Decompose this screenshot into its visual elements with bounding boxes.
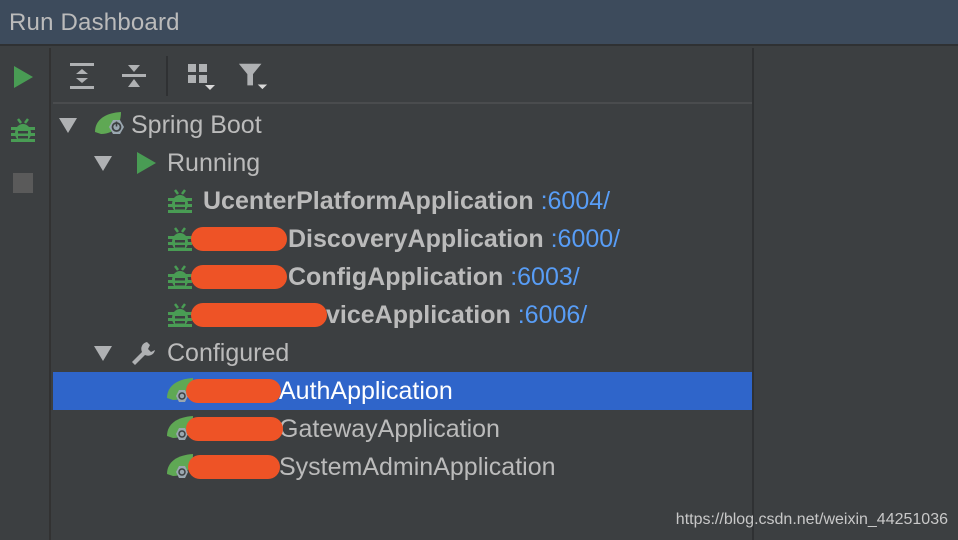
configured-app-item[interactable]: SystemAdminApplication: [53, 448, 752, 486]
configured-app-item[interactable]: GatewayApplication: [53, 410, 752, 448]
expand-arrow-icon[interactable]: [94, 156, 112, 171]
spring-boot-icon: [93, 110, 127, 140]
side-toolbar: [0, 48, 51, 540]
bug-icon: [11, 118, 35, 142]
watermark-text: https://blog.csdn.net/weixin_44251036: [675, 511, 948, 528]
expand-arrow-icon[interactable]: [94, 346, 112, 361]
run-button[interactable]: [8, 62, 38, 92]
bug-icon: [168, 227, 192, 253]
tree-node-label: Spring Boot: [131, 110, 262, 139]
expand-all-button[interactable]: [66, 60, 98, 92]
redaction-mark: [191, 265, 287, 289]
window-title: Run Dashboard: [9, 9, 180, 36]
app-port-link[interactable]: :6006/: [517, 300, 588, 329]
running-app-item[interactable]: UcenterPlatformApplication :6004/: [53, 182, 752, 220]
app-name: UcenterPlatformApplication :6004/: [203, 186, 611, 215]
app-port-link[interactable]: :6004/: [540, 186, 611, 215]
stop-button[interactable]: [8, 168, 38, 198]
wrench-icon: [130, 339, 158, 367]
app-name: GatewayApplication: [279, 414, 500, 443]
running-app-item[interactable]: viceApplication :6006/: [53, 296, 752, 334]
expand-arrow-icon[interactable]: [59, 118, 77, 133]
tree-node-running[interactable]: Running: [53, 144, 752, 182]
group-icon: [188, 64, 215, 90]
tool-window-header: Run Dashboard: [0, 0, 958, 46]
tree-toolbar: [53, 48, 752, 104]
tree-node-label: Running: [167, 148, 261, 177]
redaction-mark: [191, 303, 327, 327]
collapse-all-icon: [122, 65, 146, 87]
app-name: SystemAdminApplication: [279, 452, 556, 481]
expand-all-icon: [70, 63, 94, 89]
play-icon: [136, 151, 158, 175]
redaction-mark: [191, 227, 287, 251]
filter-icon: [238, 63, 268, 90]
tree-node-configured[interactable]: Configured: [53, 334, 752, 372]
redaction-mark: [186, 417, 283, 441]
tree-node-label: Configured: [167, 338, 290, 367]
app-name: viceApplication :6006/: [326, 300, 588, 329]
redaction-mark: [188, 455, 280, 479]
running-app-item[interactable]: DiscoveryApplication :6000/: [53, 220, 752, 258]
app-name: DiscoveryApplication :6000/: [288, 224, 621, 253]
debug-button[interactable]: [8, 116, 38, 146]
redaction-mark: [186, 379, 281, 403]
bug-icon: [168, 189, 192, 215]
running-app-item[interactable]: ConfigApplication :6003/: [53, 258, 752, 296]
spring-boot-icon: [165, 452, 199, 482]
app-port-link[interactable]: :6000/: [550, 224, 621, 253]
stop-icon: [13, 173, 33, 193]
app-name: AuthApplication: [279, 376, 453, 405]
bug-icon: [168, 265, 192, 291]
toolbar-separator: [166, 56, 168, 96]
play-icon: [14, 66, 33, 88]
filter-button[interactable]: [237, 60, 269, 92]
collapse-all-button[interactable]: [118, 60, 150, 92]
app-port-link[interactable]: :6003/: [510, 262, 580, 291]
tree-node-spring-boot[interactable]: Spring Boot: [53, 106, 752, 144]
app-name: ConfigApplication :6003/: [288, 262, 580, 291]
bug-icon: [168, 303, 192, 329]
configured-app-item[interactable]: AuthApplication: [53, 372, 752, 410]
run-dashboard-tree-panel: Spring Boot Running UcenterPlatformAppli…: [53, 48, 752, 540]
group-by-button[interactable]: [186, 60, 218, 92]
details-panel: [752, 48, 958, 540]
